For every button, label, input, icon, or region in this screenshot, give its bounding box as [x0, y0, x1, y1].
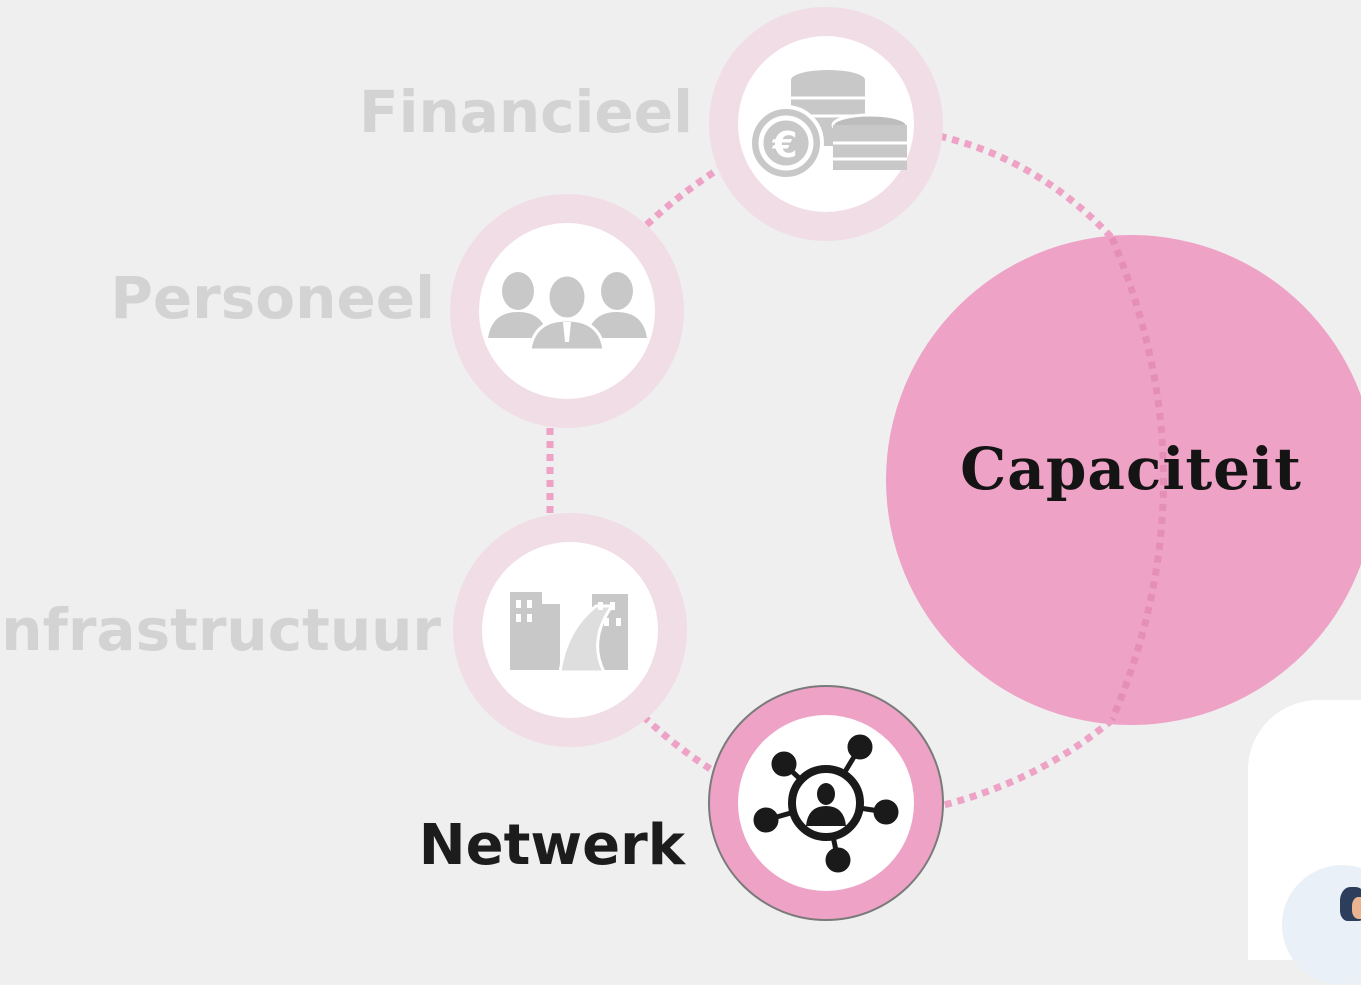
capacity-diagram: € — [450, 7, 1361, 921]
node-financieel[interactable]: € — [709, 7, 943, 241]
euro-coins-icon: € — [748, 70, 909, 181]
city-road-icon — [510, 592, 628, 674]
people-group-icon — [488, 272, 647, 352]
capacity-circle — [886, 235, 1361, 725]
label-financieel: Financieel — [358, 78, 693, 146]
node-personeel[interactable] — [450, 194, 684, 428]
label-infrastructuur: Infrastructuur — [0, 596, 441, 664]
avatar-face — [1352, 897, 1361, 919]
svg-text:€: € — [771, 125, 797, 166]
node-infrastructuur[interactable] — [453, 513, 687, 747]
label-netwerk: Netwerk — [418, 813, 685, 878]
network-person-icon — [753, 734, 899, 873]
label-personeel: Personeel — [110, 264, 435, 332]
node-netwerk[interactable] — [708, 685, 944, 921]
label-capaciteit: Capaciteit — [960, 435, 1302, 503]
